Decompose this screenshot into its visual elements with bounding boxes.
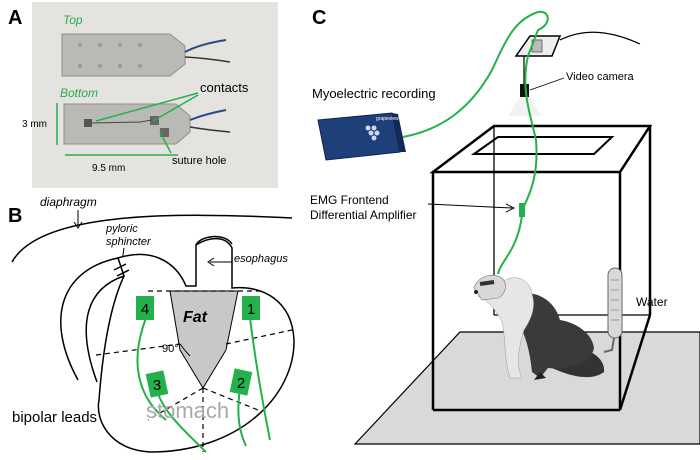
diaphragm-label: diaphragm: [40, 195, 97, 209]
video-camera-icon: [520, 84, 529, 97]
cage-top: [429, 124, 653, 174]
emg-label-line2: Differential Amplifier: [310, 208, 417, 222]
fat-label: Fat: [183, 309, 208, 326]
angle-label: 90°: [162, 343, 179, 355]
panel-b: B diaphragm pyloric sphincter esophagus …: [8, 195, 295, 453]
electrode-2: 2: [229, 368, 253, 396]
duodenum-outer: [60, 257, 119, 381]
suture-hole-label: suture hole: [172, 155, 226, 167]
duodenum-inner: [85, 275, 125, 383]
esophagus-tube: [195, 235, 233, 246]
electrode-1: 1: [242, 296, 260, 320]
ferret-illustration: [473, 275, 605, 380]
svg-text:1: 1: [247, 301, 255, 318]
camera-light-cone: [508, 97, 542, 116]
bottom-view-label: Bottom: [60, 86, 98, 100]
myoelectric-recording-label: Myoelectric recording: [312, 86, 436, 101]
contacts-pointer-2: [152, 94, 199, 122]
panel-a-photo-background: [32, 2, 278, 188]
svg-text:3: 3: [153, 377, 161, 394]
fat-pad: [169, 290, 239, 389]
emg-amplifier-block: [519, 203, 525, 217]
contacts-label: contacts: [200, 80, 249, 95]
pyloric-label-line2: sphincter: [106, 236, 152, 248]
panel-c: C Video camera: [310, 7, 700, 445]
height-scale-label: 3 mm: [22, 119, 47, 130]
electrode-bottom-view: [63, 103, 231, 145]
contacts-pointer-1: [95, 92, 199, 122]
emg-label-line1: EMG Frontend: [310, 193, 389, 207]
myoelectric-recording-device: grapeview: [317, 112, 406, 161]
device-brand-text: grapeview: [376, 116, 399, 122]
diaphragm-line: [11, 214, 293, 263]
panel-a: A Top Bottom contacts 3 mm 9.5 m: [8, 2, 278, 188]
emg-pointer: [427, 203, 513, 209]
quadrant-dashed-lines: [95, 290, 293, 452]
top-view-label: Top: [63, 13, 83, 27]
pyloric-label-line1: pyloric: [105, 223, 138, 235]
width-scale-label: 9.5 mm: [92, 163, 125, 174]
panel-a-letter: A: [8, 7, 22, 29]
svg-text:4: 4: [141, 301, 149, 318]
water-bottle: [603, 267, 623, 353]
electrode-3: 3: [145, 370, 169, 398]
electrode-4: 4: [136, 296, 154, 320]
floor-plate: [353, 331, 700, 445]
panel-b-letter: B: [8, 205, 22, 227]
svg-text:2: 2: [237, 375, 245, 392]
angle-arc: [179, 343, 191, 357]
stomach-label: stomach: [146, 398, 229, 423]
bipolar-leads-label: bipolar leads: [12, 409, 97, 426]
cage-top-opening: [470, 136, 615, 155]
video-camera-label: Video camera: [566, 71, 635, 83]
electrode-top-view: [61, 33, 231, 77]
pyloric-sphincter-mark: [113, 263, 130, 277]
camera-cable: [559, 31, 641, 45]
water-label: Water: [636, 295, 668, 309]
suture-hole-pointer: [159, 131, 172, 154]
esophagus-label: esophagus: [234, 253, 288, 265]
panel-c-letter: C: [312, 7, 326, 29]
